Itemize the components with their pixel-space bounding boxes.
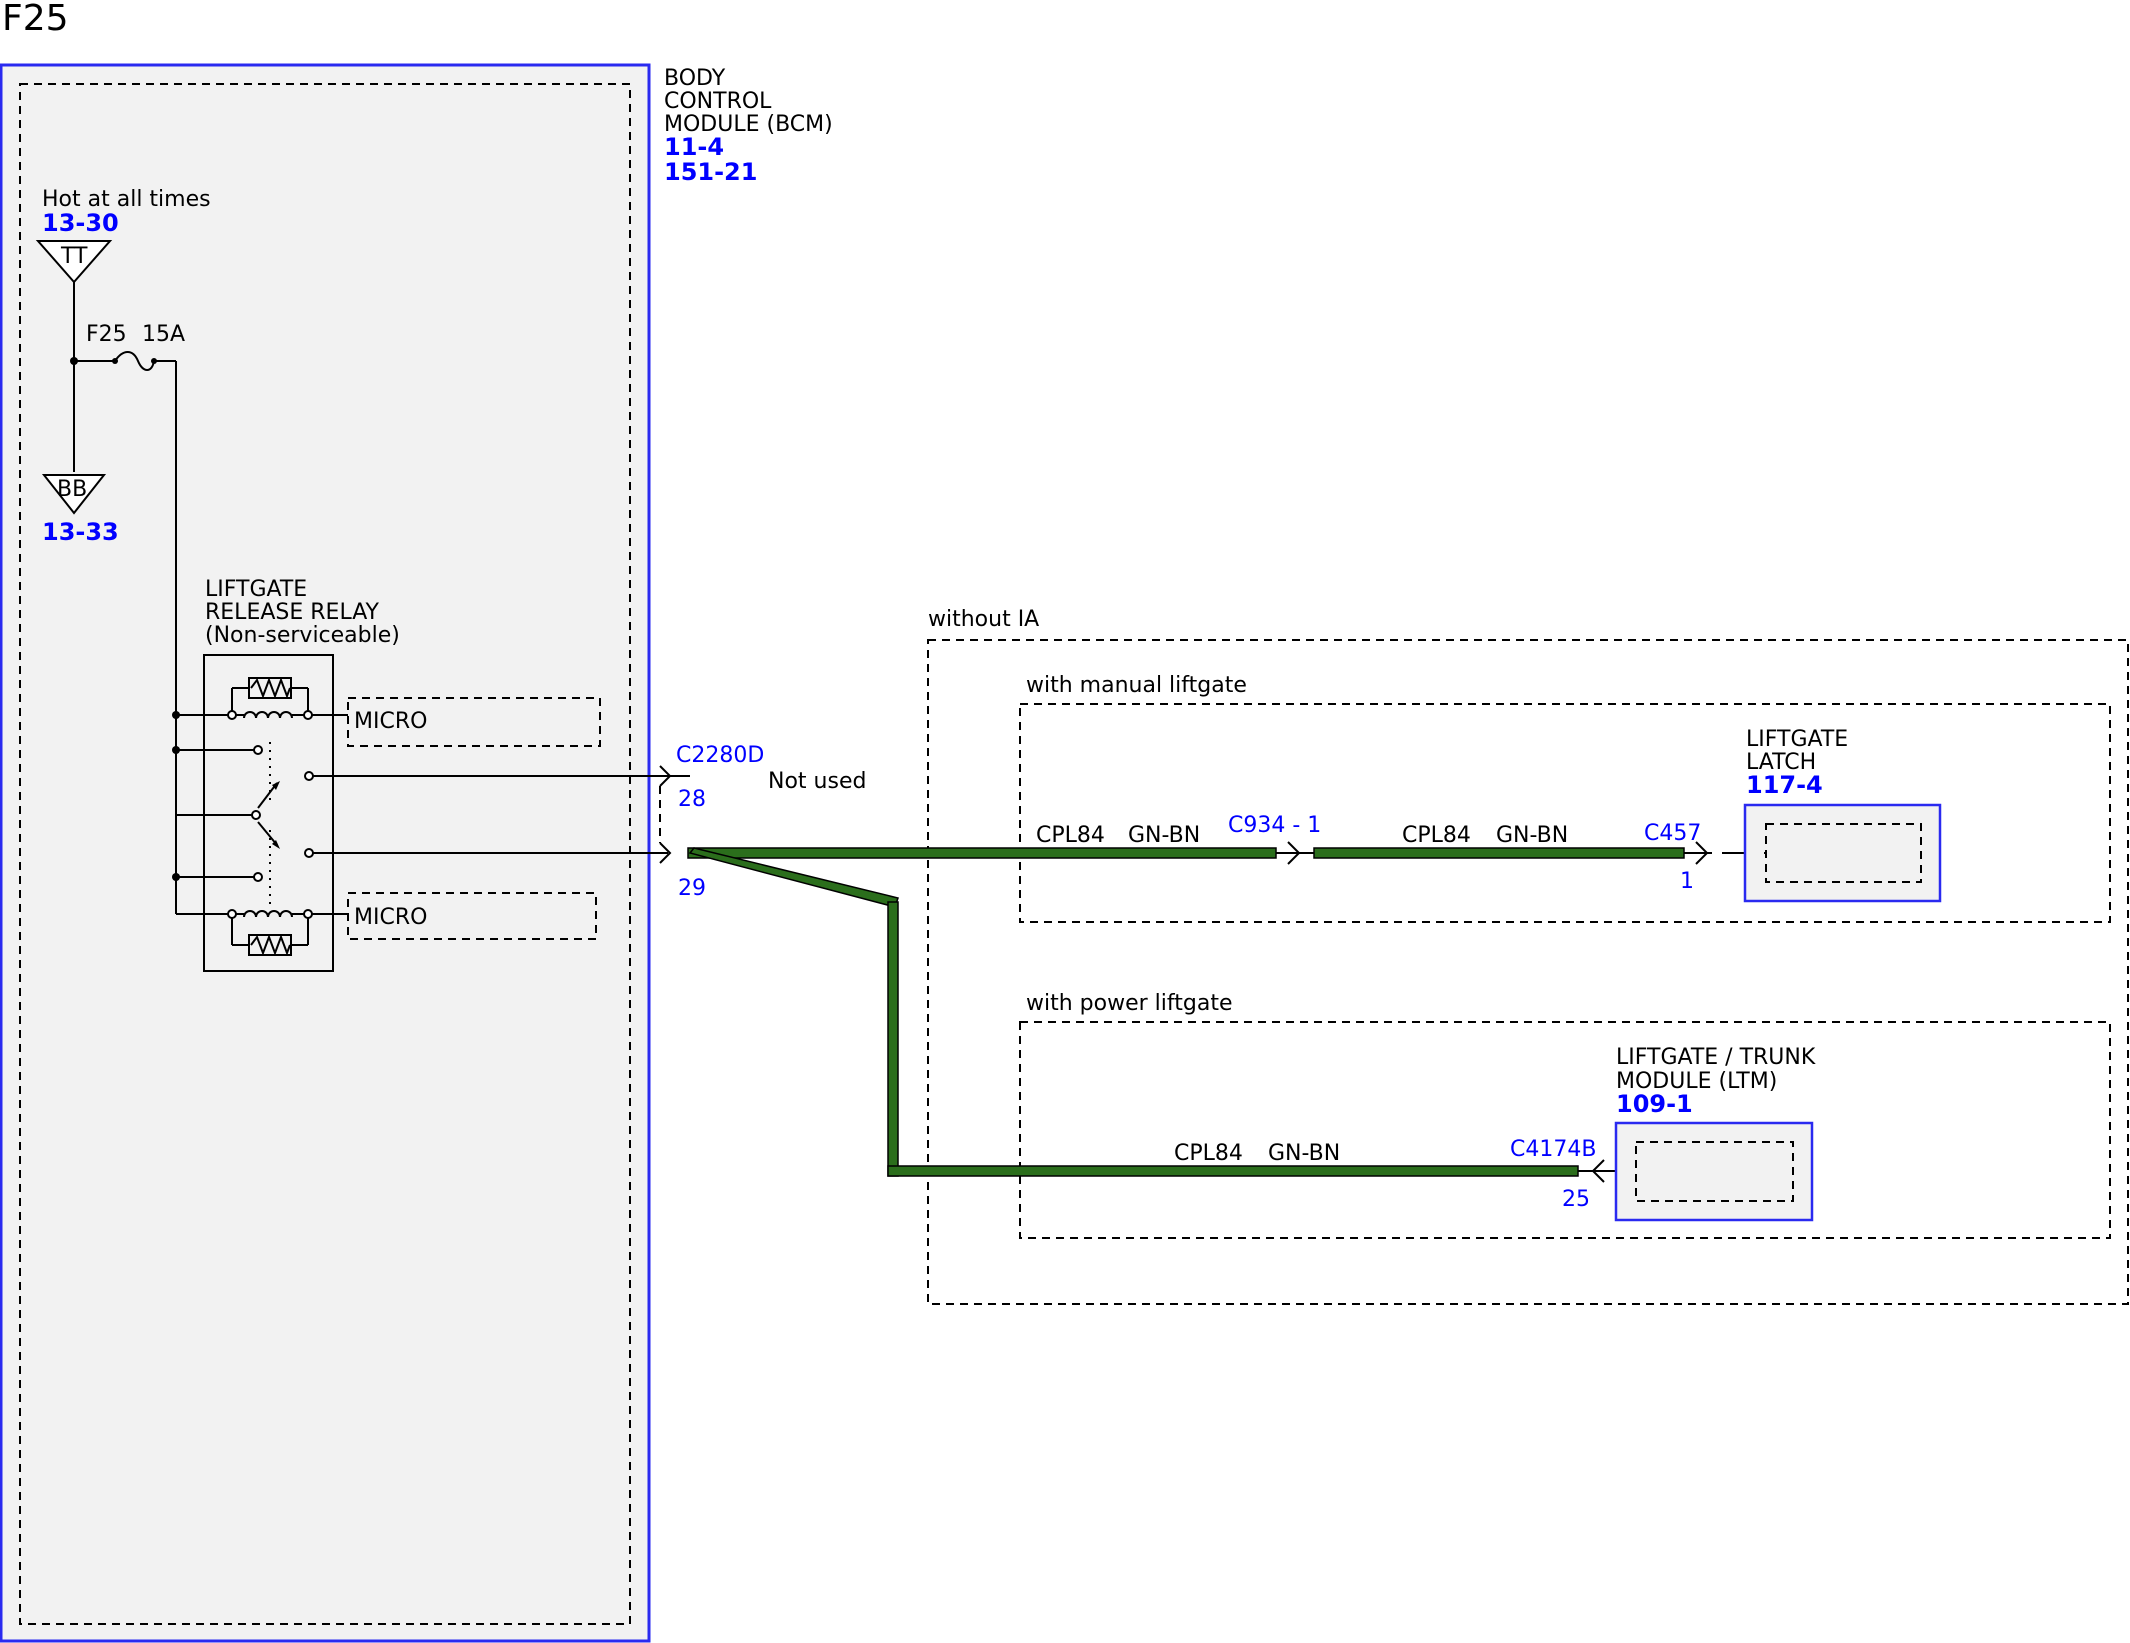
connector-pin-29: 29 <box>678 876 706 901</box>
latch-name-line2: LATCH <box>1746 750 1816 775</box>
inline-connector-c934[interactable]: C934 - 1 <box>1228 813 1321 865</box>
connector-pin-28: 28 <box>678 787 706 812</box>
wire-labels: CPL84 GN-BN CPL84 GN-BN CPL84 GN-BN <box>1036 823 1568 1166</box>
wire3-color: GN-BN <box>1268 1141 1340 1166</box>
wire1-circuit: CPL84 <box>1036 823 1105 848</box>
bb-label: BB <box>57 477 87 502</box>
latch-name-line1: LIFTGATE <box>1746 727 1848 752</box>
ltm-connector-id[interactable]: C4174B <box>1510 1137 1596 1162</box>
relay-lower-coil <box>227 909 313 956</box>
tt-triangle <box>35 240 113 284</box>
bcm-ref-1[interactable]: 11-4 <box>664 133 724 161</box>
relay-contacts <box>251 742 314 905</box>
latch-connector-id[interactable]: C457 <box>1644 821 1701 846</box>
fuse-rating: 15A <box>142 322 185 347</box>
micro-bottom-label: MICRO <box>354 905 427 930</box>
wire-cpl84-segment-2[interactable] <box>1313 847 1685 859</box>
connector-pin-28-symbol <box>659 765 672 787</box>
wire-cpl84-branch-vertical[interactable] <box>887 901 899 1177</box>
bcm-name-line3: MODULE (BCM) <box>664 112 833 137</box>
latch-module-border <box>1743 803 1942 903</box>
bb-ref[interactable]: 13-33 <box>42 518 119 546</box>
tt-label: TT <box>60 244 88 269</box>
manual-liftgate-region: with manual liftgate <box>1019 673 2111 923</box>
hot-ref[interactable]: 13-30 <box>42 209 119 237</box>
wire1-color: GN-BN <box>1128 823 1200 848</box>
latch-connector-c457[interactable]: C457 1 <box>1644 821 1764 894</box>
ltm-name-line1: LIFTGATE / TRUNK <box>1616 1045 1816 1070</box>
fuse-element <box>114 351 155 371</box>
relay-name-line2: RELEASE RELAY <box>205 600 380 625</box>
hot-at-all-times-label: Hot at all times <box>42 187 211 212</box>
wire-cpl84-branch-diagonal[interactable] <box>688 847 899 908</box>
ltm-ref[interactable]: 109-1 <box>1616 1090 1693 1118</box>
relay-body <box>203 654 334 972</box>
power-liftgate-label: with power liftgate <box>1026 991 1232 1016</box>
micro-top-label: MICRO <box>354 709 427 734</box>
bcm-name-line1: BODY <box>664 66 726 91</box>
latch-ref[interactable]: 117-4 <box>1746 771 1823 799</box>
liftgate-trunk-module[interactable]: LIFTGATE / TRUNK MODULE (LTM) 109-1 <box>1614 1045 1816 1222</box>
power-feed: Hot at all times 13-30 TT F25 15A BB 13-… <box>35 187 211 914</box>
wire2-color: GN-BN <box>1496 823 1568 848</box>
bcm-connector[interactable]: C2280D 28 29 Not used <box>313 743 866 901</box>
page-title: F25 <box>2 0 69 39</box>
inline-connector-id[interactable]: C934 - 1 <box>1228 813 1321 838</box>
ltm-pin: 25 <box>1562 1187 1590 1212</box>
micro-box-bottom: MICRO <box>347 892 597 940</box>
bcm-label: BODY CONTROL MODULE (BCM) 11-4 151-21 <box>664 66 833 186</box>
wire2-circuit: CPL84 <box>1402 823 1471 848</box>
relay-upper-coil <box>227 677 313 720</box>
fuse-label: F25 <box>86 322 127 347</box>
wire-cpl84-segment-1[interactable] <box>687 847 1277 859</box>
bcm-ref-2[interactable]: 151-21 <box>664 158 757 186</box>
without-ia-label: without IA <box>928 607 1039 632</box>
relay-name-line3: (Non-serviceable) <box>205 623 400 648</box>
liftgate-latch-module[interactable]: LIFTGATE LATCH 117-4 <box>1743 727 1942 903</box>
connector-id[interactable]: C2280D <box>676 743 764 768</box>
bb-triangle <box>41 474 107 515</box>
ltm-connector-c4174b[interactable]: C4174B 25 <box>1510 1137 1616 1212</box>
not-used-label: Not used <box>768 769 866 794</box>
without-ia-region: without IA <box>927 607 2129 1305</box>
latch-pin: 1 <box>1680 869 1694 894</box>
power-liftgate-region: with power liftgate <box>1019 991 2111 1239</box>
wire3-circuit: CPL84 <box>1174 1141 1243 1166</box>
bcm-name-line2: CONTROL <box>664 89 772 114</box>
micro-box-top: MICRO <box>347 697 601 747</box>
relay-name-line1: LIFTGATE <box>205 577 307 602</box>
ltm-module-border <box>1614 1121 1814 1222</box>
connector-pin-29-symbol <box>659 842 672 864</box>
liftgate-release-relay[interactable]: LIFTGATE RELEASE RELAY (Non-serviceable) <box>172 577 400 972</box>
manual-liftgate-label: with manual liftgate <box>1026 673 1247 698</box>
ltm-module-inner <box>1635 1141 1794 1202</box>
wire-cpl84-branch-horizontal[interactable] <box>887 1165 1579 1177</box>
ltm-name-line2: MODULE (LTM) <box>1616 1069 1777 1094</box>
